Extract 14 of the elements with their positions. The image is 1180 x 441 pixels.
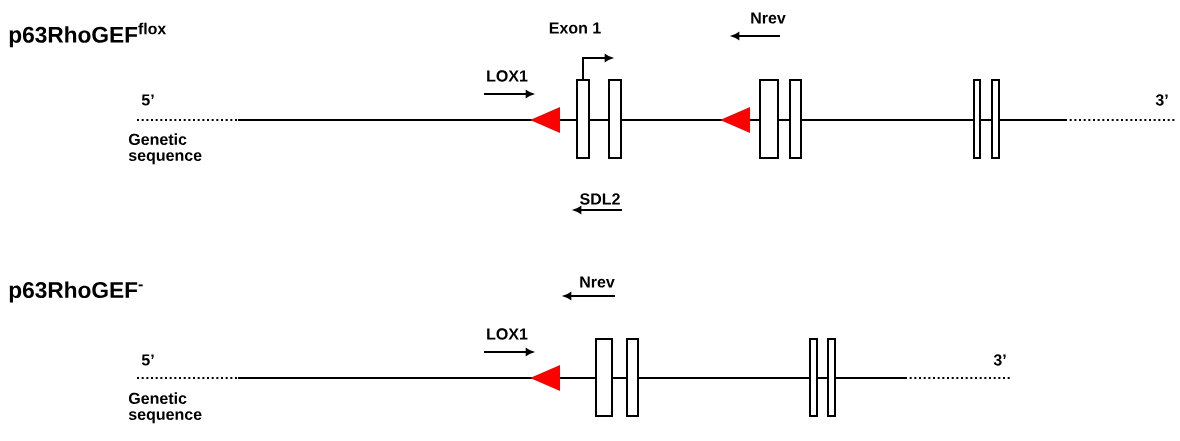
exon-label: Exon 1 — [549, 22, 601, 34]
primer-label: LOX1 — [487, 328, 528, 340]
end-label: 3’ — [993, 354, 1006, 366]
end-label: 3’ — [1155, 94, 1168, 106]
primer-label: Nrev — [580, 276, 615, 288]
sequence-label: Genetic sequence — [128, 133, 202, 165]
primer-label: LOX1 — [487, 70, 528, 82]
sequence-label: Genetic sequence — [128, 392, 202, 424]
end-label: 5’ — [141, 94, 154, 106]
primer-label: Nrev — [751, 12, 786, 24]
end-label: 5’ — [141, 354, 154, 366]
allele-title: p63RhoGEF$^{flox}$ — [9, 22, 167, 48]
allele-title: p63RhoGEF$^{-}$ — [9, 281, 143, 303]
primer-label: SDL2 — [580, 193, 620, 205]
